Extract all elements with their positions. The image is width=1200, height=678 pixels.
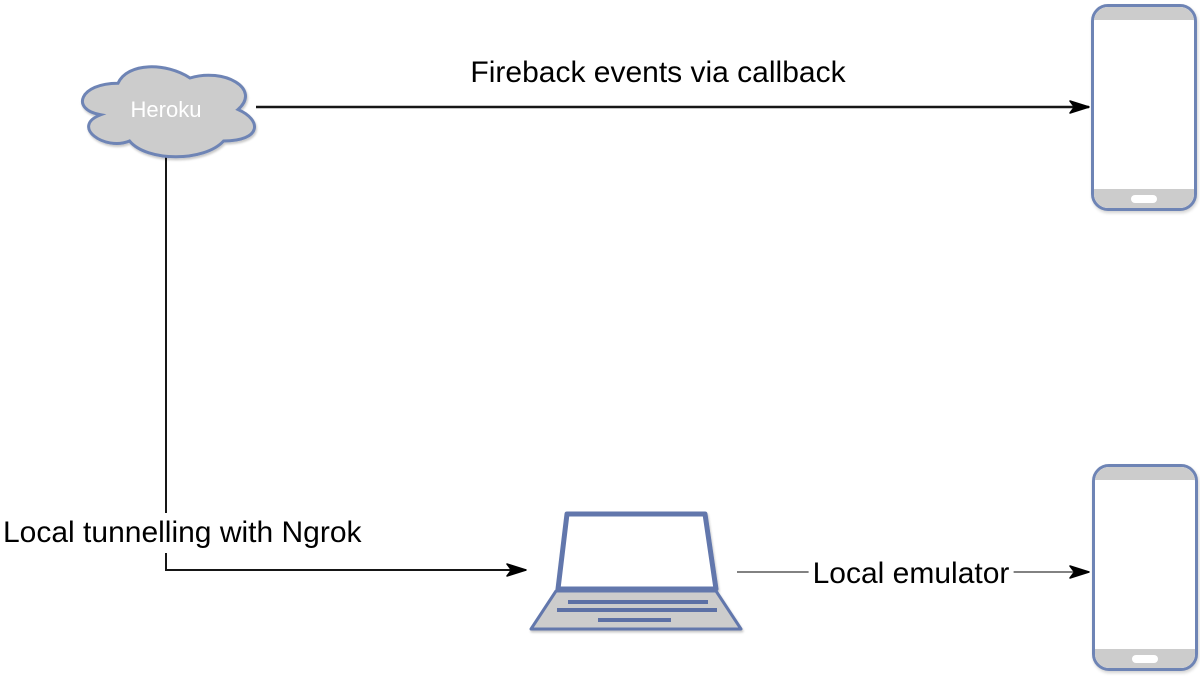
fireback-edge-label: Fireback events via callback [470, 56, 846, 89]
heroku-cloud-icon [81, 65, 256, 159]
phone-home-bar [1095, 649, 1195, 668]
phone-home-bar [1094, 189, 1194, 208]
emulator-edge-label: Local emulator [808, 555, 1014, 593]
heroku-node-label: Heroku [130, 97, 202, 122]
phone-speaker-bar [1095, 467, 1195, 480]
phone-bottom-icon [1092, 464, 1198, 671]
phone-home-button [1131, 194, 1157, 203]
ngrok-edge-label: Local tunnelling with Ngrok [0, 513, 365, 553]
phone-home-button [1132, 654, 1158, 663]
ngrok-elbow-arrow [165, 155, 527, 577]
laptop-screen [555, 511, 719, 592]
laptop-icon [529, 511, 743, 631]
phone-speaker-bar [1094, 7, 1194, 20]
phone-top-icon [1091, 4, 1197, 211]
